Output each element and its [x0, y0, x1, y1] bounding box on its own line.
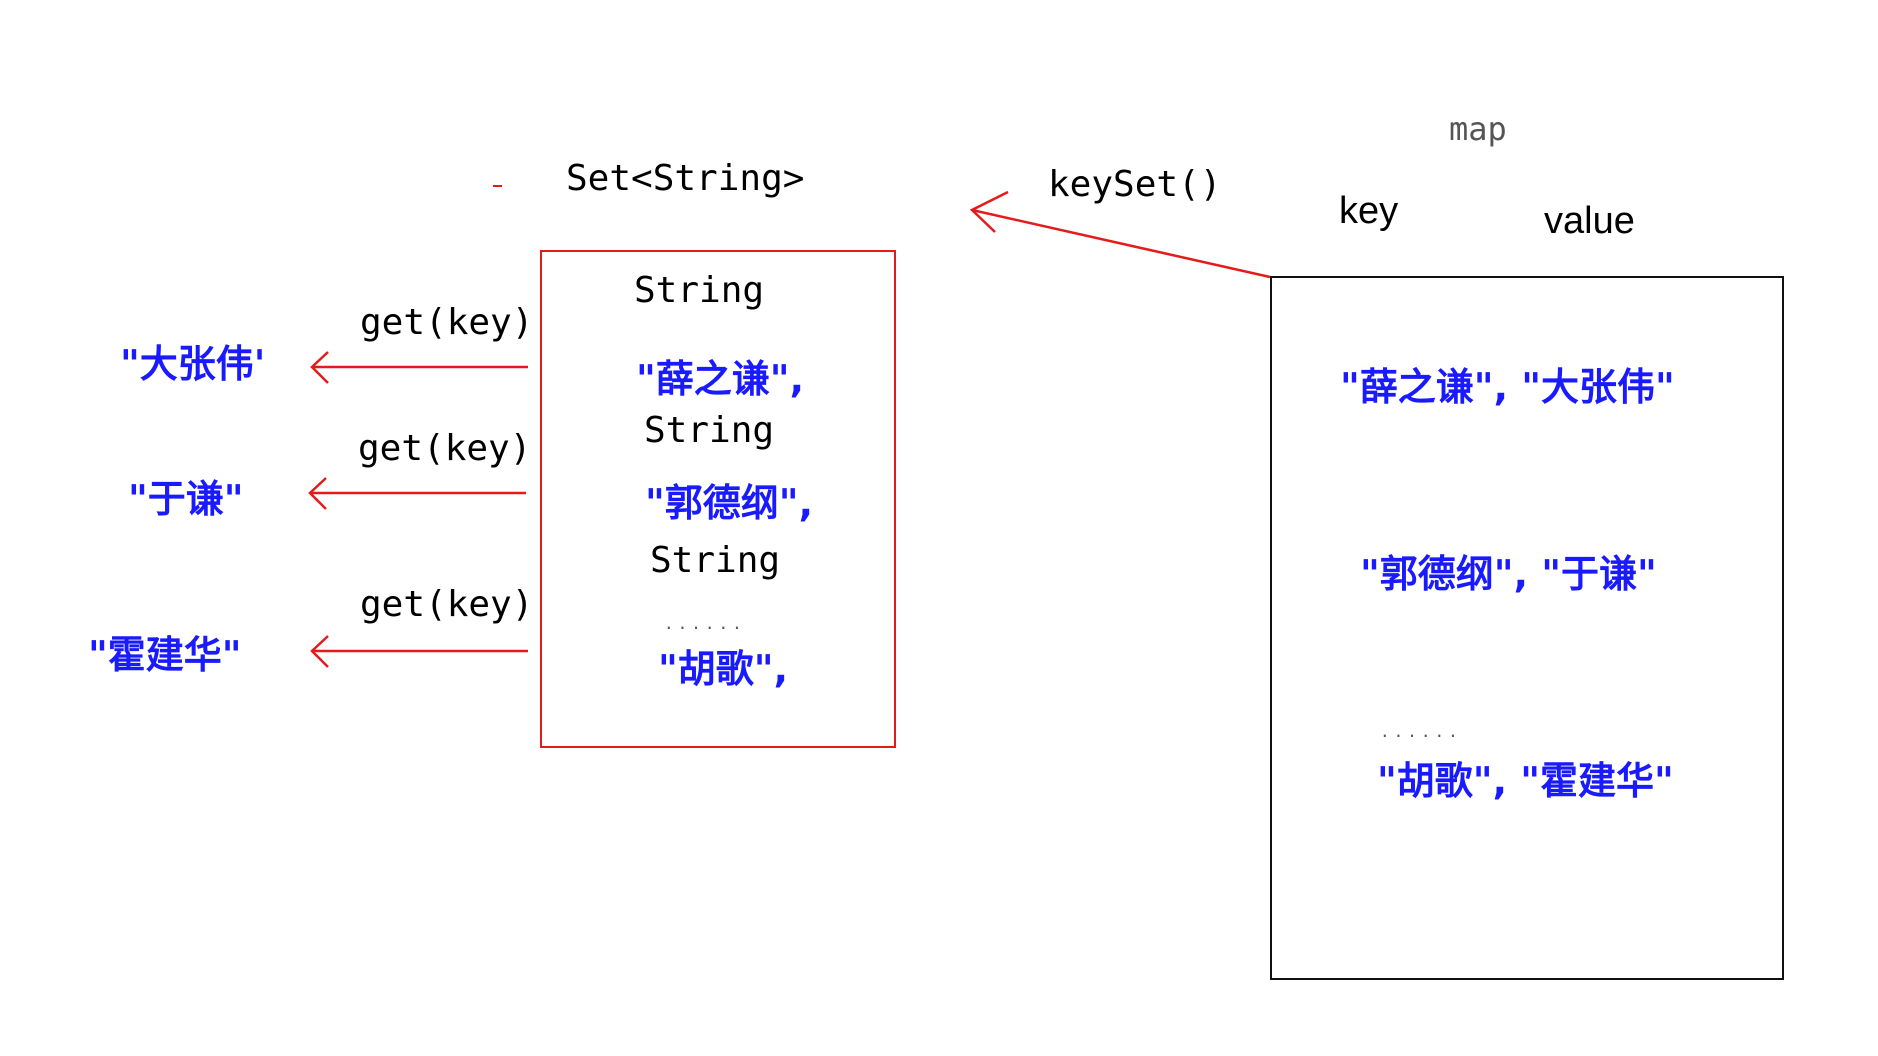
lookup-result-1: "大张伟': [120, 342, 266, 386]
lookup-result-3: "霍建华": [88, 633, 242, 677]
get-arrow-2: [308, 477, 526, 510]
keyset-call-label: keySet(): [1048, 164, 1222, 205]
keyset-arrow: [969, 190, 1271, 279]
map-title: map: [1449, 110, 1507, 148]
map-entry-3: "胡歌", "霍建华": [1377, 759, 1674, 803]
get-arrow-3: [310, 635, 528, 668]
map-entry-1: "薛之谦", "大张伟": [1340, 365, 1675, 409]
set-item-3-key: "胡歌",: [658, 647, 789, 691]
map-box: [1270, 276, 1784, 980]
lookup-result-2: "于谦": [128, 477, 244, 521]
set-box: [540, 250, 896, 748]
map-value-header: value: [1544, 200, 1635, 242]
map-key-header: key: [1339, 190, 1399, 232]
set-ellipsis: ......: [664, 614, 746, 633]
set-item-3-type: String: [650, 540, 781, 581]
get-call-1: get(key): [360, 302, 534, 343]
map-entry-2: "郭德纲", "于谦": [1360, 552, 1657, 596]
set-type-label: Set<String>: [566, 158, 805, 199]
get-call-2: get(key): [358, 428, 532, 469]
get-arrow-1: [310, 351, 528, 384]
map-ellipsis: ......: [1380, 722, 1462, 741]
set-item-1-type: String: [634, 270, 765, 311]
set-item-2-type: String: [644, 410, 775, 451]
get-call-3: get(key): [360, 584, 534, 625]
set-item-1-key: "薛之谦",: [636, 357, 805, 401]
set-item-2-key: "郭德纲",: [645, 481, 814, 525]
